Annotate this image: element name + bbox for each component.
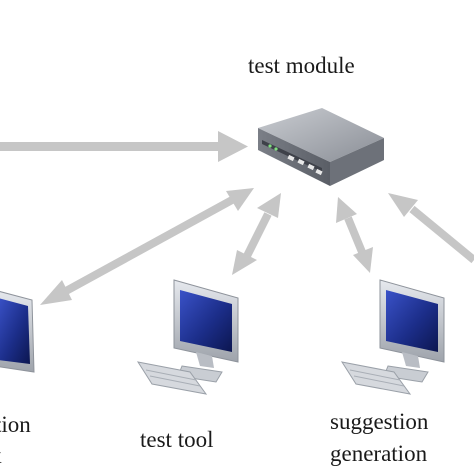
desktop-computer-icon-suggestion [340, 279, 445, 395]
arrow-right-to-module [388, 193, 474, 264]
left-node-label-line2: k [0, 442, 2, 470]
suggestion-label-line1: suggestion [330, 409, 429, 434]
suggestion-label-line2: generation [330, 441, 428, 466]
arrow-module-to-left-computer [40, 188, 254, 305]
test-module-label: test module [248, 53, 355, 78]
arrow-module-to-test-tool [232, 193, 281, 275]
arrow-module-to-suggestion [336, 197, 373, 273]
desktop-computer-icon-left [0, 291, 35, 373]
desktop-computer-icon-test-tool [136, 279, 239, 395]
network-switch-icon [258, 108, 384, 186]
arrow-left-to-module [0, 131, 248, 162]
left-node-label-line1: stion [0, 412, 31, 437]
test-tool-label: test tool [140, 427, 214, 452]
